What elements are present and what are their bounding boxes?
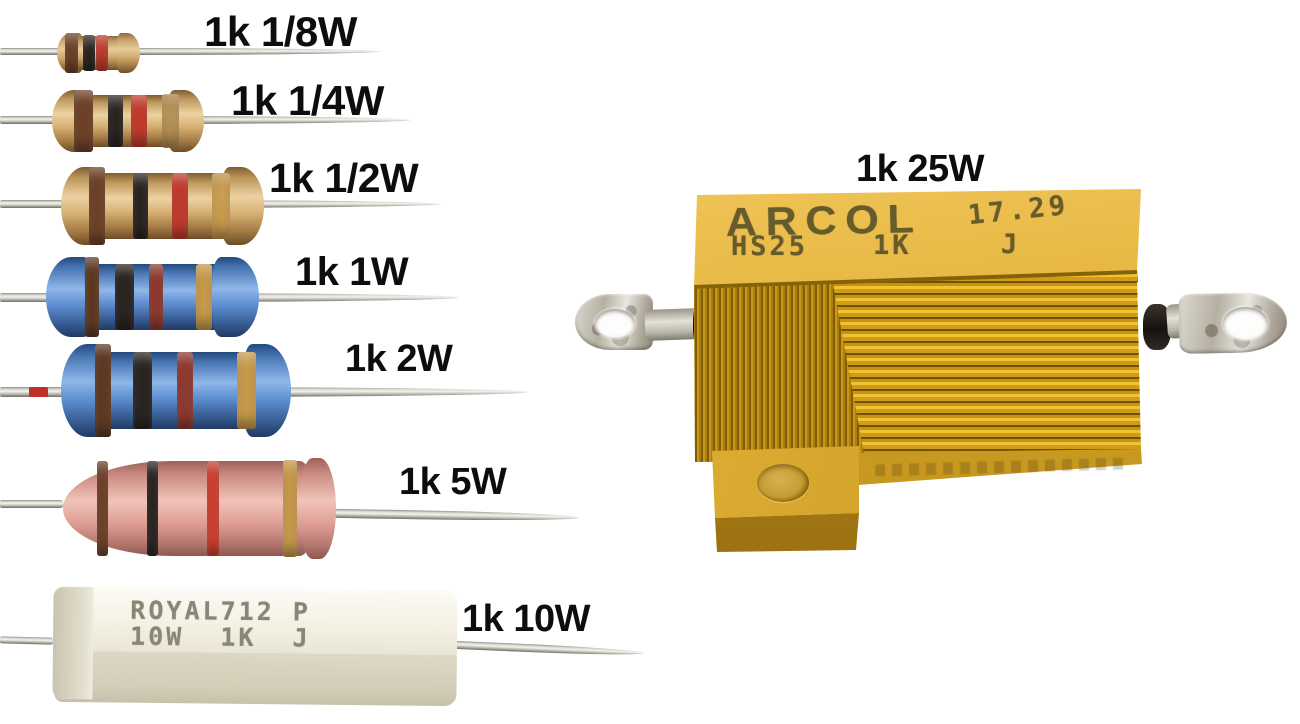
- resistor-1k-25-watt-housed: ARCOL 17.29 HS25 1K J: [575, 185, 1290, 557]
- lead-red-mark: [29, 387, 48, 397]
- ceramic-front-face: [54, 650, 457, 707]
- band-gold: [283, 460, 297, 557]
- band-red: [96, 35, 108, 71]
- mounting-flange-front: [715, 513, 859, 552]
- band-red: [131, 95, 147, 147]
- band-black: [133, 173, 148, 239]
- housing-end-serrations: [694, 284, 865, 462]
- band-black: [108, 95, 123, 147]
- lead-wire: [0, 116, 411, 124]
- resistor-cap: [117, 33, 140, 73]
- band-brown: [85, 257, 99, 337]
- print-value: 1K: [873, 230, 912, 261]
- left-lug-neck: [644, 308, 700, 341]
- label-1k-half-watt: 1k 1/2W: [269, 155, 419, 201]
- resistor-1k-10-watt-ceramic: ROYAL712 P 10W 1K J: [44, 581, 465, 713]
- band-gold: [196, 264, 212, 330]
- lead-wire: [334, 508, 580, 523]
- label-1k-10-watt: 1k 10W: [462, 598, 590, 640]
- resistor-1k-5-watt: [63, 458, 336, 559]
- resistor-1k-1-watt: [46, 257, 259, 337]
- band-black: [83, 35, 95, 71]
- housing-top-face: [694, 189, 1141, 287]
- band-red: [177, 352, 193, 429]
- band-black: [115, 264, 134, 330]
- band-gold: [162, 94, 179, 148]
- resistor-body: [95, 173, 232, 239]
- band-red: [172, 173, 188, 239]
- band-gold: [212, 173, 230, 239]
- ceramic-end-face: [52, 586, 94, 700]
- band-red: [149, 264, 163, 330]
- lead-wire: [0, 48, 381, 55]
- band-brown: [74, 90, 93, 152]
- resistor-end-bulge: [300, 458, 336, 559]
- band-brown: [65, 33, 78, 73]
- band-red: [207, 461, 219, 556]
- band-gold: [237, 352, 256, 429]
- ceramic-print-line2: 10W 1K J: [129, 621, 311, 653]
- lead-wire: [454, 640, 645, 658]
- resistor-body: [84, 95, 176, 147]
- resistor-cap: [213, 257, 259, 337]
- label-1k-quarter-watt: 1k 1/4W: [231, 77, 384, 124]
- lead-wire: [0, 500, 64, 508]
- resistor-1k-quarter-watt: [52, 90, 204, 152]
- print-model: HS25: [731, 231, 809, 262]
- resistor-1k-2-watt: [61, 344, 291, 437]
- band-black: [133, 352, 152, 429]
- band-brown: [89, 167, 105, 245]
- label-1k-eighth-watt: 1k 1/8W: [204, 8, 357, 55]
- mounting-hole: [757, 464, 809, 502]
- label-1k-2-watt: 1k 2W: [345, 338, 453, 380]
- print-tolerance: J: [1001, 229, 1018, 260]
- resistor-1k-eighth-watt: [57, 33, 140, 73]
- left-lug-hole: [595, 309, 635, 338]
- resistor-body: [100, 352, 252, 429]
- label-1k-5-watt: 1k 5W: [399, 461, 507, 503]
- band-brown: [97, 461, 108, 556]
- label-1k-25-watt: 1k 25W: [856, 148, 984, 190]
- band-black: [147, 461, 158, 556]
- label-1k-1-watt: 1k 1W: [295, 250, 409, 294]
- band-brown: [95, 344, 111, 437]
- resistor-1k-half-watt: [61, 167, 264, 245]
- right-lug-hole: [1223, 307, 1268, 340]
